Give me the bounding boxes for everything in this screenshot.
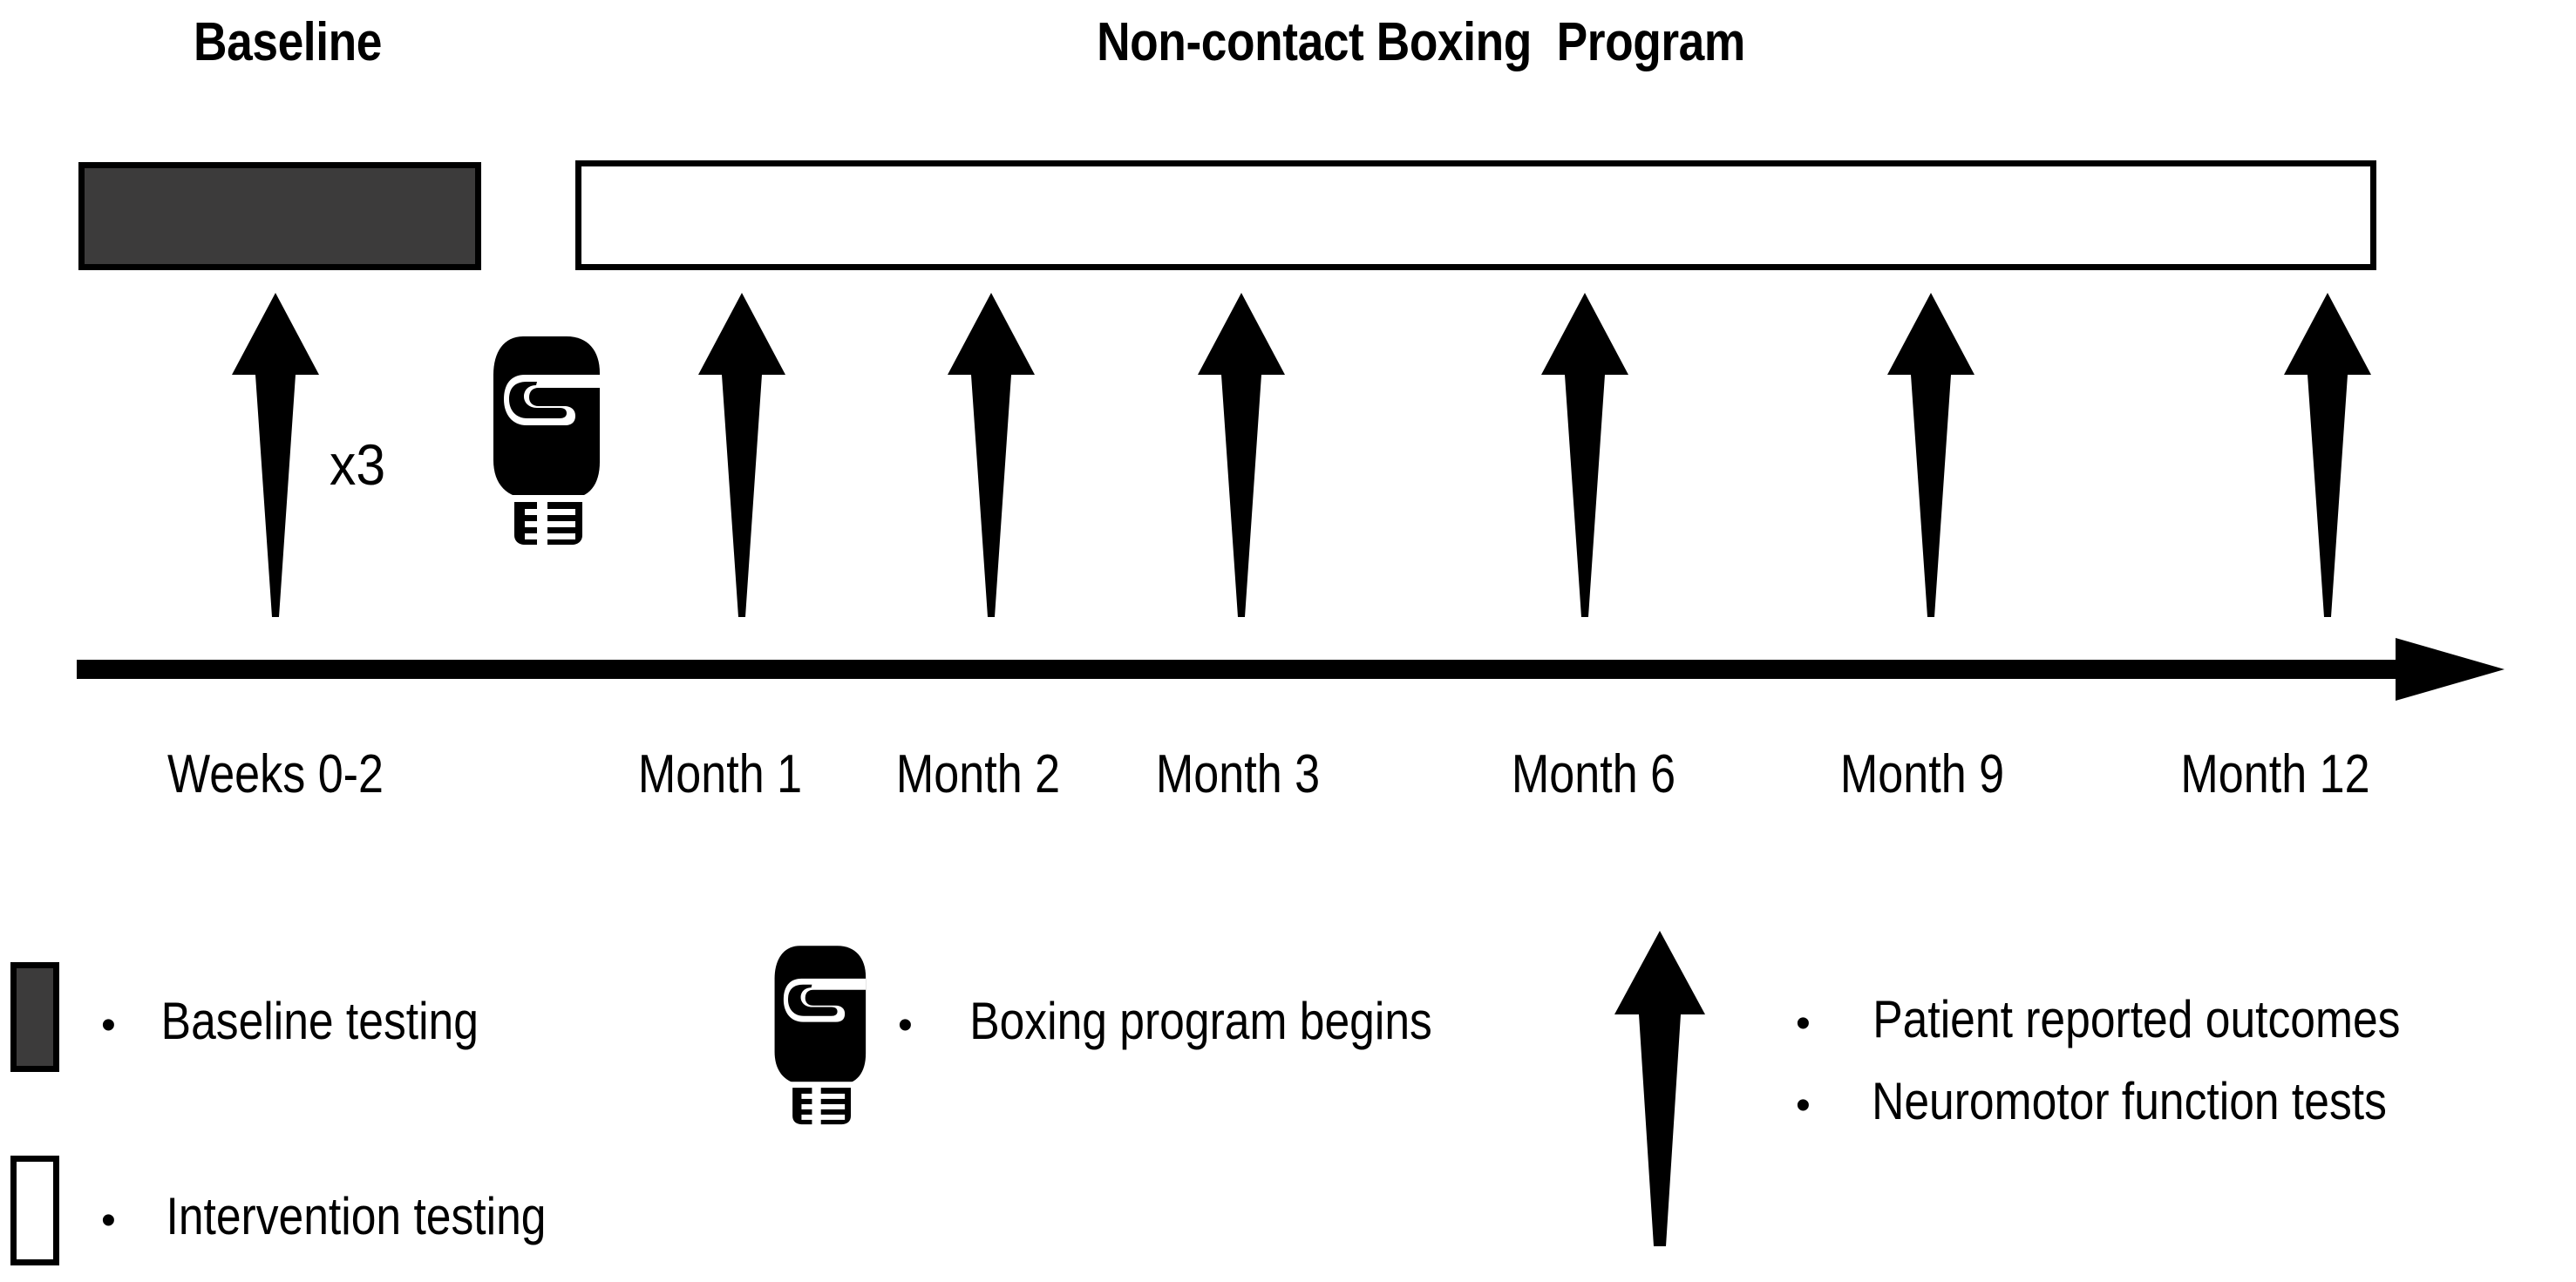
up-arrow-icon [232,293,319,617]
legend-swatch-baseline-testing [10,962,59,1072]
legend-item-patient-reported-outcomes: • Patient reported outcomes [1796,994,2443,1046]
boxing-glove-icon [485,329,607,547]
legend-swatch-intervention-testing [10,1156,59,1265]
timepoint-label-weeks-0-2: Weeks 0-2 [167,744,384,804]
legend-item-intervention-testing: • Intervention testing [101,1190,577,1243]
up-arrow-icon [1541,293,1628,617]
bullet-icon: • [1796,1001,1811,1047]
baseline-phase-bar [78,162,481,270]
timepoint-label-month-12: Month 12 [2180,744,2370,804]
up-arrow-icon [2284,293,2371,617]
timepoint-label-month-6: Month 6 [1511,744,1676,804]
legend-label-neuromotor-function-tests: Neuromotor function tests [1871,1072,2387,1130]
legend-item-neuromotor-function-tests: • Neuromotor function tests [1796,1075,2429,1128]
legend-item-boxing-program-begins: • Boxing program begins [898,995,1470,1048]
bullet-icon: • [1796,1082,1811,1129]
timepoint-label-month-1: Month 1 [637,744,803,804]
up-arrow-icon [948,293,1035,617]
baseline-phase-heading: Baseline [194,12,382,72]
legend-label-patient-reported-outcomes: Patient reported outcomes [1873,990,2401,1048]
bullet-icon: • [101,1197,116,1244]
timepoint-label-month-9: Month 9 [1839,744,2005,804]
boxing-glove-icon [767,939,872,1127]
program-phase-heading: Non-contact Boxing Program [1097,12,1745,72]
timepoint-label-month-3: Month 3 [1155,744,1321,804]
program-phase-bar [575,160,2376,270]
legend-item-baseline-testing: • Baseline testing [101,995,504,1048]
timeline-axis [77,633,2505,711]
legend-label-intervention-testing: Intervention testing [166,1187,547,1245]
bullet-icon: • [898,1002,913,1048]
bullet-icon: • [101,1002,116,1048]
up-arrow-icon [698,293,785,617]
up-arrow-icon [1198,293,1285,617]
up-arrow-icon [1614,931,1705,1246]
up-arrow-icon [1887,293,1974,617]
axis-arrowhead [2396,638,2505,701]
legend-label-baseline-testing: Baseline testing [160,992,479,1050]
timepoint-label-month-2: Month 2 [895,744,1061,804]
legend-label-boxing-program-begins: Boxing program begins [969,992,1432,1050]
baseline-repeat-multiplier-label: x3 [330,432,386,497]
